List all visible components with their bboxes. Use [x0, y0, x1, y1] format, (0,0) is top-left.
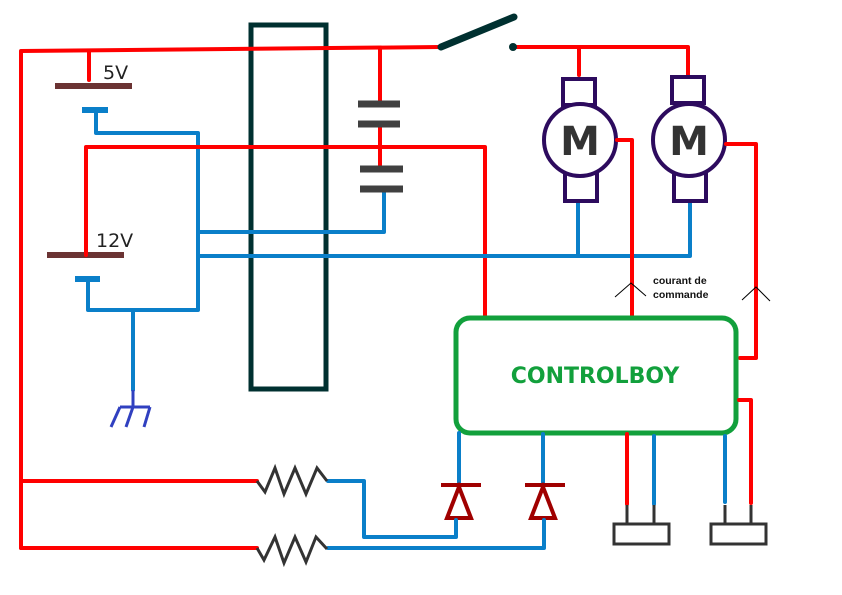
ground-icon [109, 308, 152, 428]
motor-2: M [651, 75, 727, 203]
connector-1[interactable] [612, 522, 671, 546]
motor-body [651, 102, 727, 178]
wire-12v-positive [84, 145, 487, 318]
motor-brush-top [561, 77, 597, 107]
resistor-1 [255, 463, 329, 499]
ground-tick [124, 406, 135, 428]
chassis-frame [248, 22, 329, 392]
motor-brush-top [670, 75, 706, 105]
capacitor-stack [358, 100, 403, 193]
wire-cap-negative [196, 190, 386, 234]
annotation-line1: courant de [653, 275, 707, 287]
wire-switch-to-motor2 [511, 45, 690, 77]
ground-tick [142, 406, 152, 428]
battery-5v: 5V [55, 62, 132, 113]
ground-tick [109, 406, 122, 428]
motor-1-label: M [560, 119, 600, 165]
annotation-line2: commande [653, 289, 709, 301]
motor-2-label: M [669, 119, 709, 165]
wire-diode1-resistor [326, 479, 458, 539]
diode-1 [441, 481, 481, 520]
connector-2[interactable] [709, 522, 768, 546]
wire-negative-bus [86, 110, 200, 312]
controller-label: CONTROLBOY [511, 364, 681, 389]
motor-1: M [542, 77, 618, 203]
switch-lever[interactable] [437, 13, 518, 51]
battery-12v-label: 12V [96, 230, 133, 252]
switch[interactable] [437, 13, 518, 51]
battery-12v: 12V [47, 230, 133, 282]
controller[interactable]: CONTROLBOY [453, 315, 739, 436]
switch-contact [509, 43, 517, 51]
resistor-2 [255, 533, 329, 568]
wire-motor1-control [615, 138, 634, 318]
wire-connector2-positive [737, 398, 753, 505]
diode-triangle [444, 481, 474, 520]
arrow-up-icon [614, 282, 647, 298]
wire-motor-negative-bus [196, 201, 692, 258]
diode-2 [525, 481, 565, 520]
arrow-up-icon [741, 286, 771, 302]
wire-diode2-resistor [326, 518, 546, 550]
controller-box[interactable] [453, 315, 739, 436]
wire-motor2-control [724, 142, 758, 360]
wire-main-positive-left [19, 45, 442, 550]
battery-5v-label: 5V [103, 62, 128, 84]
diode-triangle [528, 481, 558, 520]
